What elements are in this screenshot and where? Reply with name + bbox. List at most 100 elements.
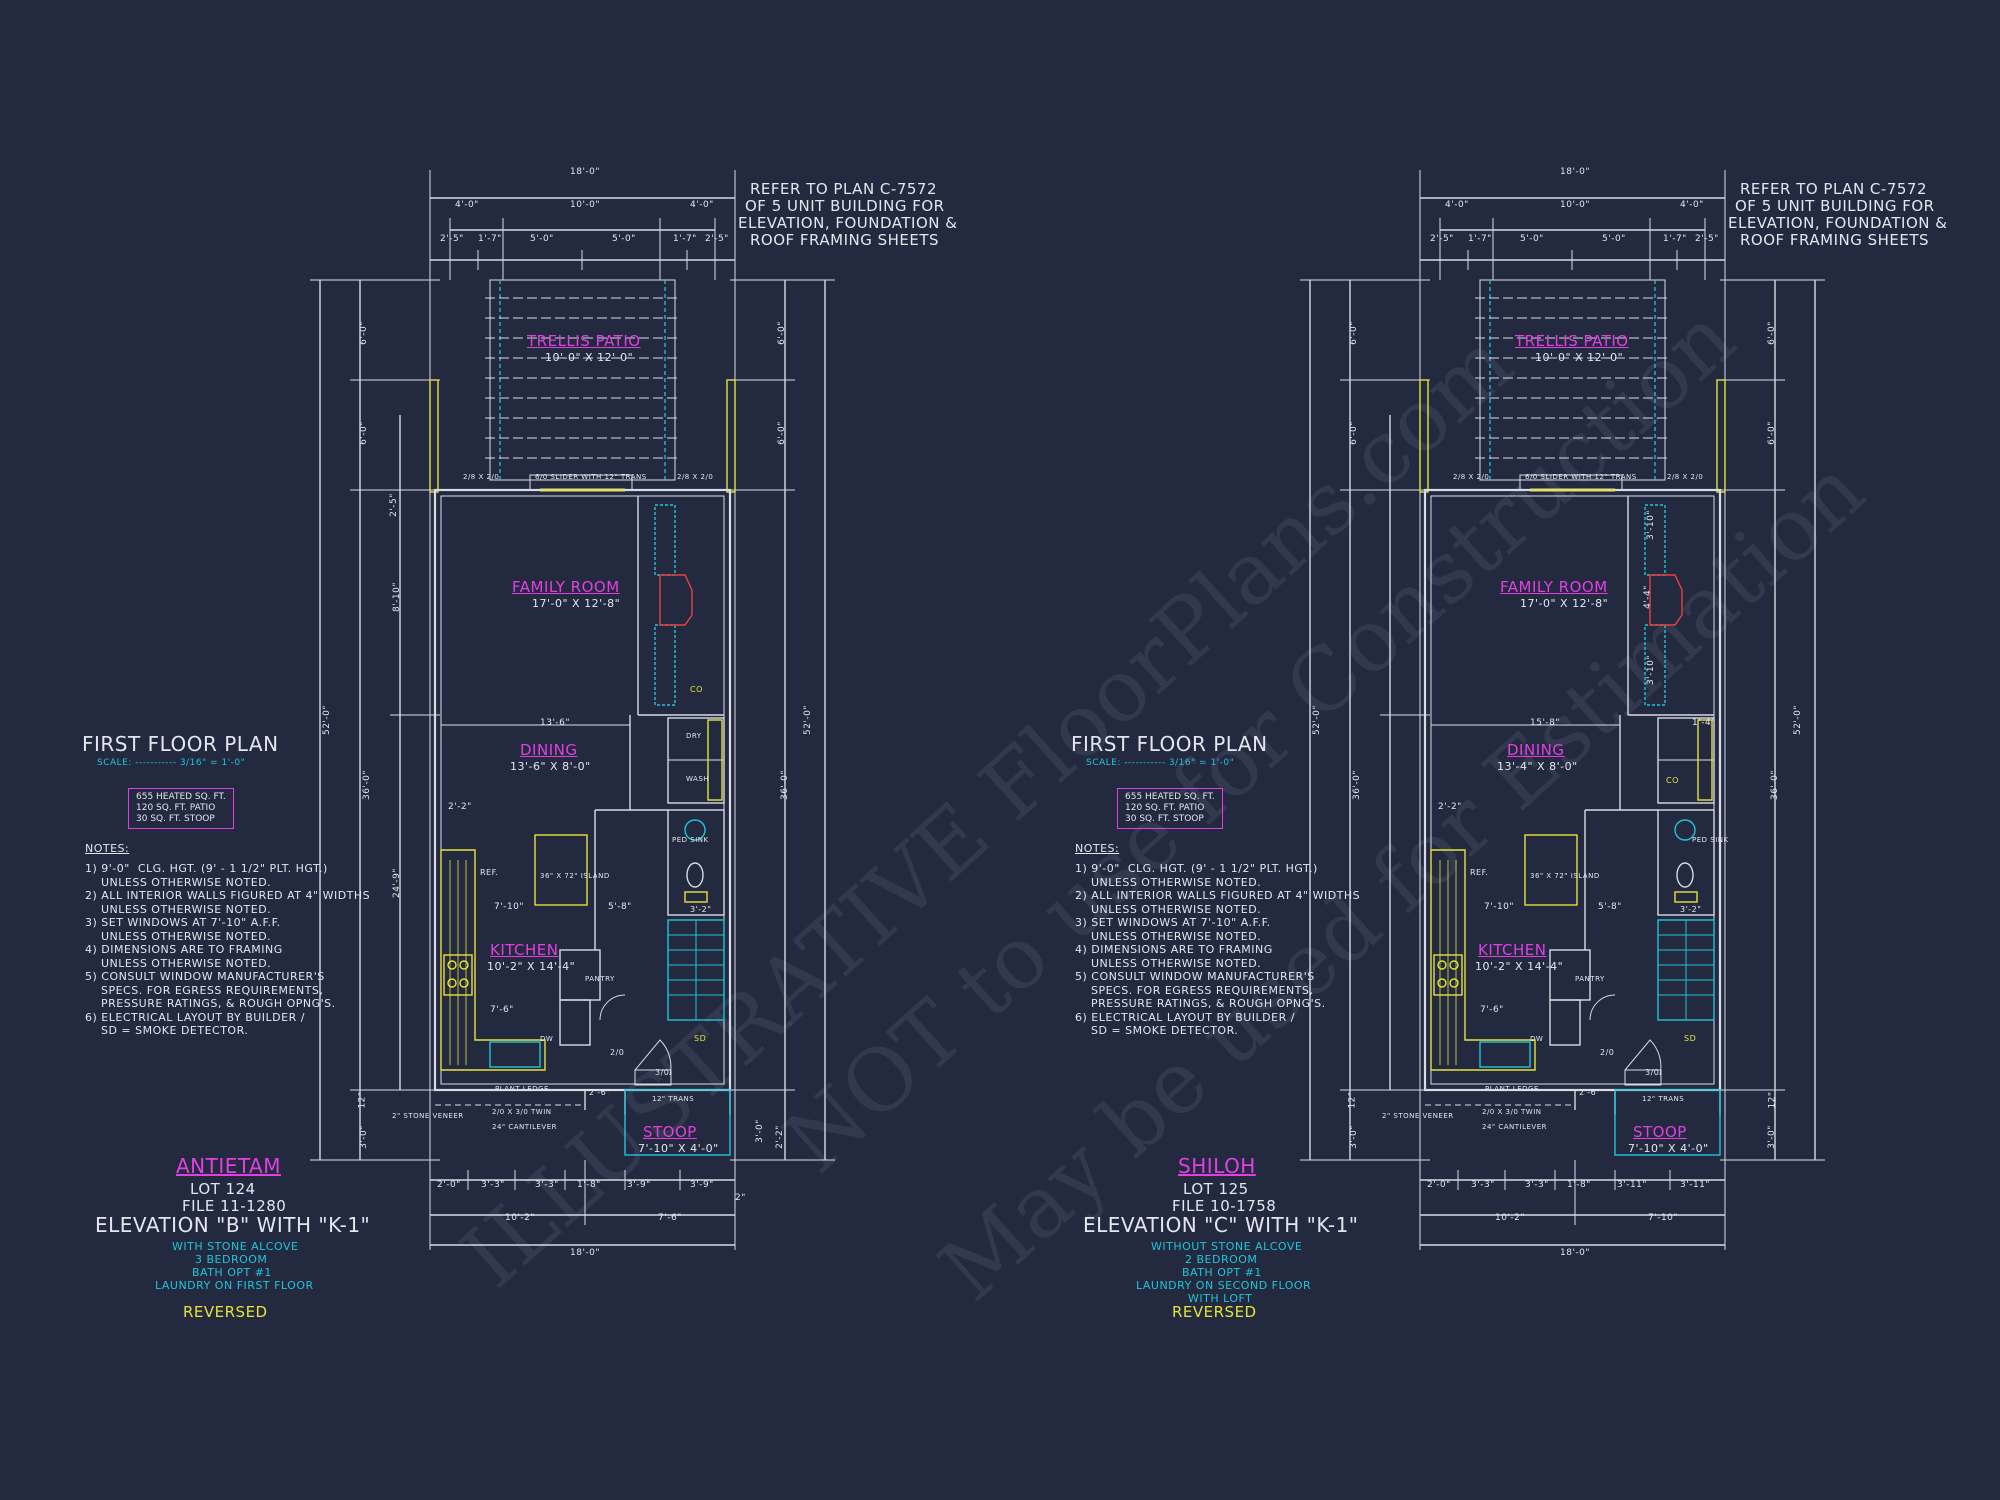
right-door-3-0: 3/0 (1645, 1068, 1660, 1077)
left-dim-top-3b: 1'-7" (478, 234, 502, 244)
left-twin: 2/0 X 3/0 TWIN (492, 1108, 552, 1116)
left-island: 36" X 72" ISLAND (540, 872, 610, 880)
right-option-5: WITH LOFT (1188, 1292, 1253, 1305)
right-dim-r-1: 6'-0" (1766, 321, 1777, 345)
right-scale: SCALE: ----------- 3/16" = 1'-0" (1086, 758, 1235, 768)
left-sd: SD (694, 1034, 707, 1043)
right-lot: LOT 125 (1183, 1180, 1249, 1198)
right-dim-2-6: 2'-6" (1579, 1088, 1601, 1097)
right-plan-title: FIRST FLOOR PLAN (1071, 732, 1268, 756)
right-area-box: 655 HEATED SQ. FT. 120 SQ. FT. PATIO 30 … (1117, 788, 1223, 829)
left-notes-title: NOTES: (85, 842, 130, 855)
right-dim-top-2c: 4'-0" (1680, 200, 1704, 210)
right-dim-b-9: 18'-0" (1560, 1248, 1591, 1258)
right-dim-b-4: 1'-8" (1567, 1180, 1591, 1190)
left-dim-l-9: 3'-0" (358, 1125, 369, 1149)
left-dim-3-2: 3'-2" (690, 905, 712, 914)
left-slider: 6/0 SLIDER WITH 12" TRANS (535, 473, 647, 481)
left-dw: DW (540, 1035, 554, 1043)
right-dim-7-10: 7'-10" (1484, 902, 1515, 912)
right-reversed: REVERSED (1172, 1303, 1257, 1321)
left-wash: WASH (686, 775, 710, 783)
left-dim-b-3: 3'-3" (535, 1180, 559, 1190)
left-dim-b-6: 3'-9" (690, 1180, 714, 1190)
left-dim-r-6: 3'-0" (754, 1119, 765, 1143)
right-door-2-0: 2/0 (1600, 1048, 1615, 1057)
right-room-family: FAMILY ROOM (1500, 578, 1608, 596)
left-room-dining-size: 13'-6" X 8'-0" (510, 760, 591, 773)
left-dim-l-1: 6'-0" (358, 321, 369, 345)
right-dim-r-6: 3'-0" (1766, 1125, 1777, 1149)
right-stone-veneer: 2" STONE VENEER (1382, 1112, 1454, 1120)
left-room-trellis-size: 10'-0" X 12'-0" (545, 351, 634, 364)
right-cantilever: 24" CANTILEVER (1482, 1123, 1548, 1131)
left-room-family-size: 17'-0" X 12'-8" (532, 597, 621, 610)
right-room-trellis: TRELLIS PATIO (1515, 332, 1629, 350)
right-room-dining: DINING (1507, 741, 1565, 759)
right-dim-l-2: 6'-0" (1348, 421, 1359, 445)
right-option-4: LAUNDRY ON SECOND FLOOR (1136, 1279, 1312, 1292)
right-room-family-size: 17'-0" X 12'-8" (1520, 597, 1609, 610)
left-notes: 1) 9'-0" CLG. HGT. (9' - 1 1/2" PLT. HGT… (85, 862, 371, 1037)
left-dim-l-2: 6'-0" (358, 421, 369, 445)
left-dim-2-6: 2'-6" (589, 1088, 611, 1097)
left-dim-l-6: 36'-0" (362, 769, 373, 801)
left-door-2-0: 2/0 (610, 1048, 625, 1057)
right-room-kitchen: KITCHEN (1478, 941, 1547, 959)
right-file: FILE 10-1758 (1172, 1197, 1277, 1215)
right-dim-b-3: 3'-3" (1525, 1180, 1549, 1190)
left-dim-top-3c: 5'-0" (530, 234, 554, 244)
right-room-stoop-size: 7'-10" X 4'-0" (1628, 1142, 1709, 1155)
right-plant-ledge: PLANT LEDGE (1485, 1085, 1539, 1093)
left-dim-top-3d: 5'-0" (612, 234, 636, 244)
right-win-1: 2/8 X 2/0 (1453, 473, 1490, 481)
left-elevation: ELEVATION "B" WITH "K-1" (95, 1213, 371, 1237)
right-dim-top-3e: 1'-7" (1663, 234, 1687, 244)
left-area-stoop: 30 SQ. FT. STOOP (136, 814, 215, 824)
right-dim-7-6: 7'-6" (1480, 1005, 1504, 1015)
left-door-3-0: 3/0 (655, 1068, 670, 1077)
right-dim-b-7: 10'-2" (1495, 1213, 1526, 1223)
left-room-trellis: TRELLIS PATIO (527, 332, 641, 350)
left-option-2: 3 BEDROOM (195, 1253, 268, 1266)
left-dim-r-4: 52'-0" (803, 704, 814, 736)
right-dim-b-1: 2'-0" (1427, 1180, 1451, 1190)
right-option-1: WITHOUT STONE ALCOVE (1151, 1240, 1303, 1253)
left-room-dining: DINING (520, 741, 578, 759)
left-room-kitchen: KITCHEN (490, 941, 559, 959)
left-win-2: 2/8 X 2/0 (677, 473, 714, 481)
right-notes-title: NOTES: (1075, 842, 1120, 855)
left-dim-r-3: 36'-0" (780, 769, 791, 801)
left-file: FILE 11-1280 (182, 1197, 287, 1215)
right-dim-l-1: 6'-0" (1348, 321, 1359, 345)
right-area-patio: 120 SQ. FT. PATIO (1125, 803, 1205, 813)
left-refer-note-2: OF 5 UNIT BUILDING FOR (745, 197, 945, 215)
right-refer-note-1: REFER TO PLAN C-7572 (1740, 180, 1927, 198)
right-dim-r-4: 52'-0" (1793, 704, 1804, 736)
right-room-dining-size: 13'-4" X 8'-0" (1497, 760, 1578, 773)
left-trans: 12" TRANS (652, 1095, 695, 1103)
left-dim-top-2b: 10'-0" (570, 200, 601, 210)
left-refer-note-1: REFER TO PLAN C-7572 (750, 180, 937, 198)
right-room-stoop: STOOP (1633, 1123, 1687, 1141)
right-option-2: 2 BEDROOM (1185, 1253, 1258, 1266)
left-dim-top-3a: 2'-5" (440, 234, 464, 244)
left-ref: REF. (480, 868, 499, 877)
right-dim-l-3: 3'-10" (1646, 509, 1657, 541)
right-dim-2-2: 2'-2" (1438, 802, 1462, 812)
left-dim-b-2: 3'-3" (481, 1180, 505, 1190)
left-dim-b-8: 10'-2" (505, 1213, 536, 1223)
right-dw: DW (1530, 1035, 1544, 1043)
left-dim-l-5: 24'-9" (392, 867, 403, 899)
right-room-trellis-size: 10'-0" X 12'-0" (1535, 351, 1624, 364)
left-dim-7-6: 7'-6" (490, 1005, 514, 1015)
right-dim-r-3: 36'-0" (1770, 769, 1781, 801)
left-dim-top-overall: 18'-0" (570, 167, 601, 177)
right-twin: 2/0 X 3/0 TWIN (1482, 1108, 1542, 1116)
left-plan-title: FIRST FLOOR PLAN (82, 732, 279, 756)
right-dim-b-6: 3'-11" (1680, 1180, 1711, 1190)
right-dim-top-overall: 18'-0" (1560, 167, 1591, 177)
left-dim-b-9: 7'-6" (658, 1213, 682, 1223)
left-dim-top-3e: 1'-7" (673, 234, 697, 244)
